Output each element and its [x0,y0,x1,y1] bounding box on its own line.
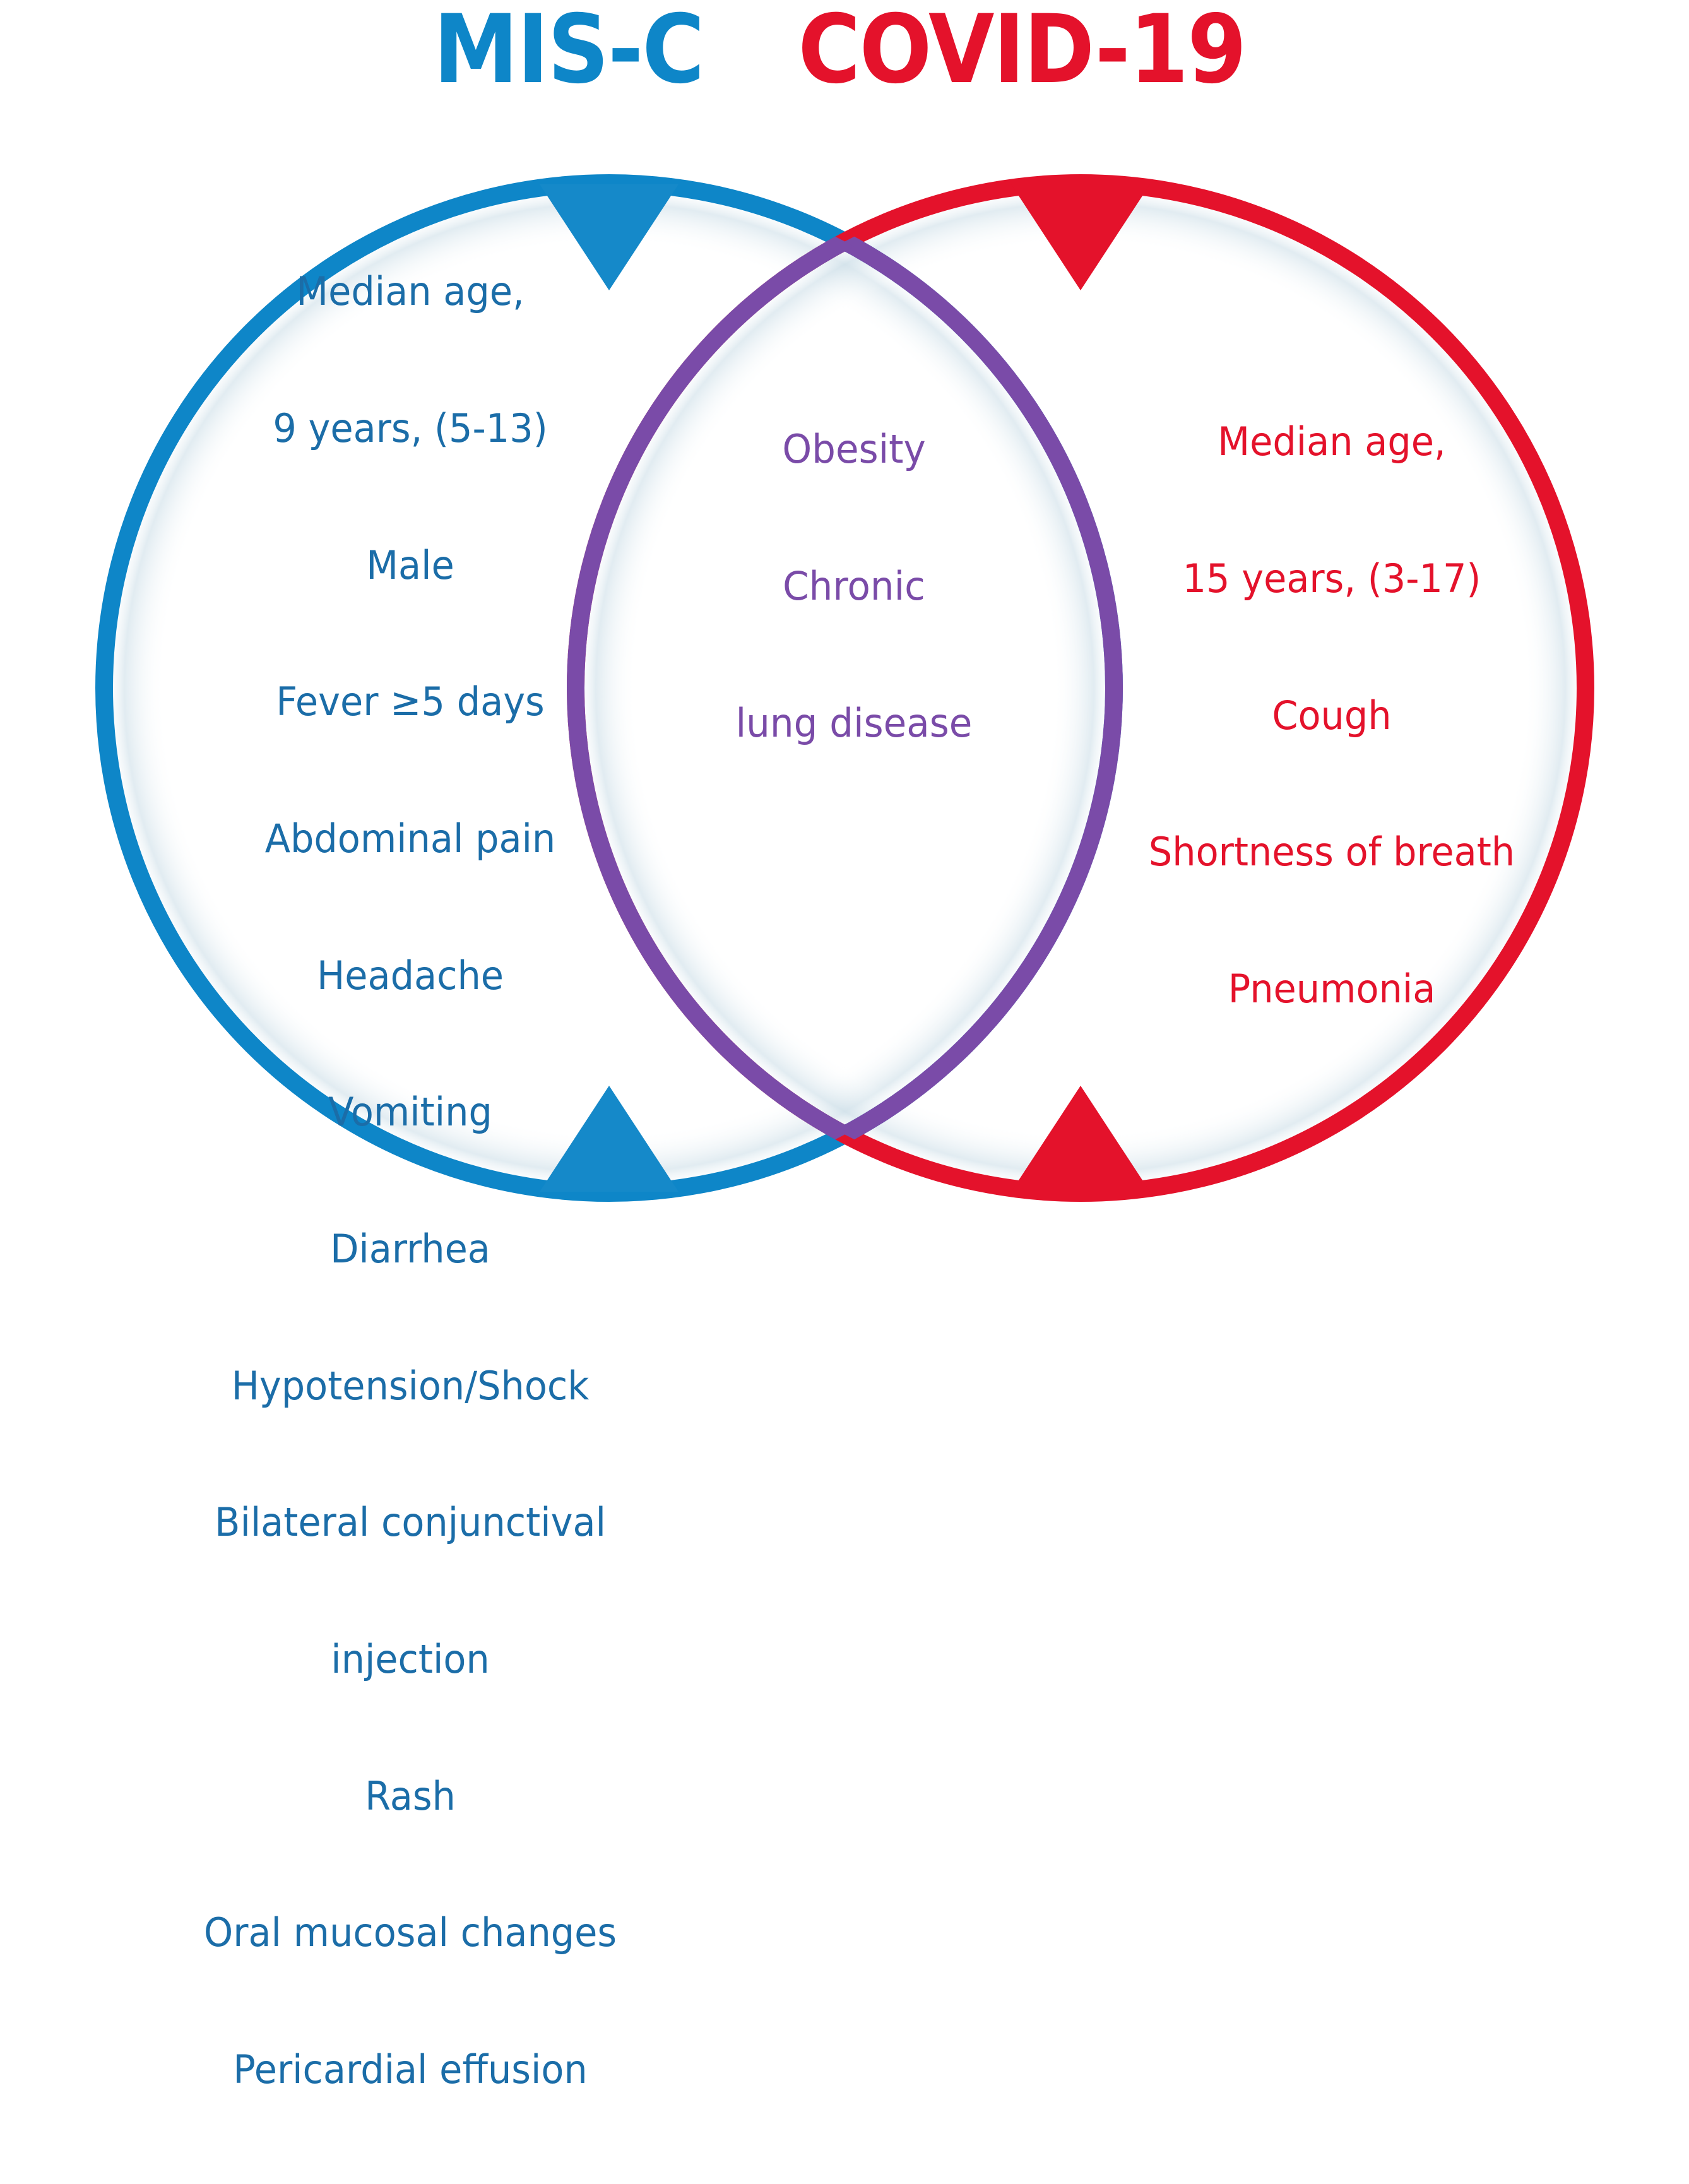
venn-diagram-figure: MIS-C COVID-19 [95,3,1594,2092]
list-item: Diarrhea [330,1226,490,1273]
venn-circles [95,174,1594,1202]
list-item: Bilateral conjunctival [215,1499,606,1546]
triangle-up-marker-right-bottom [1011,1086,1150,1192]
list-item: Oral mucosal changes [203,1909,617,1956]
triangle-up-marker-left-bottom [540,1086,679,1192]
overlap-arc-left [576,183,1123,1193]
triangle-down-marker-left-top [540,184,679,290]
right-circle-inner-shade [576,183,1585,1193]
list-item: Rash [365,1772,456,1819]
list-item: Pericardial effusion [233,2046,588,2092]
list-item: Hypotension/Shock [231,1362,590,1409]
triangle-down-marker-right-top [1011,184,1150,290]
list-item: injection [331,1636,490,1682]
overlap-arc-right [567,183,1114,1193]
